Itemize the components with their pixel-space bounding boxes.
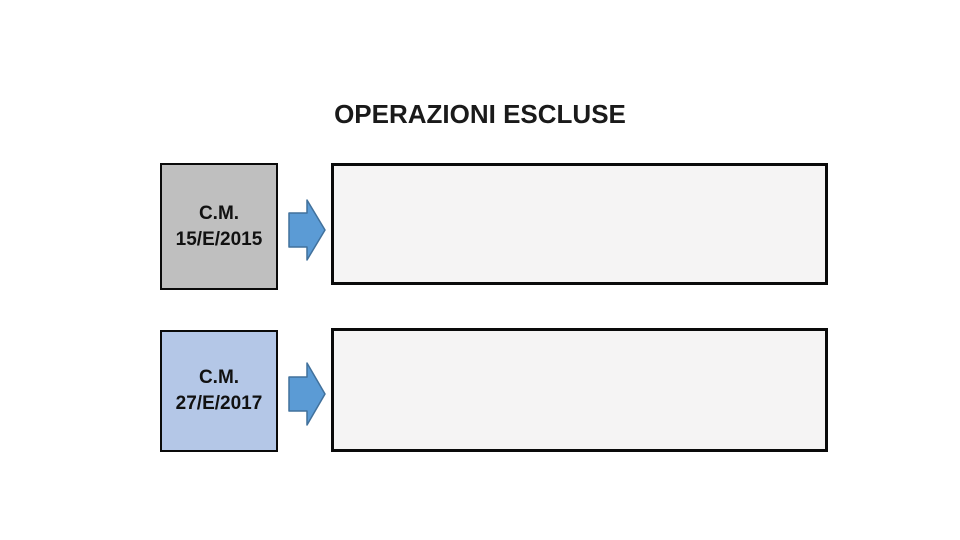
source-box-label-line1: C.M. <box>198 202 240 224</box>
content-box-row2 <box>331 328 828 452</box>
page-title: OPERAZIONI ESCLUSE <box>334 99 626 129</box>
source-box-label-line1: C.M. <box>198 367 240 388</box>
right-arrow-icon <box>288 362 326 426</box>
source-box-label-line2: 15/E/2015 <box>175 228 263 250</box>
source-box-label-line2: 27/E/2017 <box>175 393 263 414</box>
source-box-cm-15-e-2015: C.M. 15/E/2015 <box>160 163 278 290</box>
content-box-row1 <box>331 163 828 285</box>
right-arrow-icon <box>288 199 326 261</box>
source-box-cm-27-e-2017: C.M. 27/E/2017 <box>160 330 278 452</box>
